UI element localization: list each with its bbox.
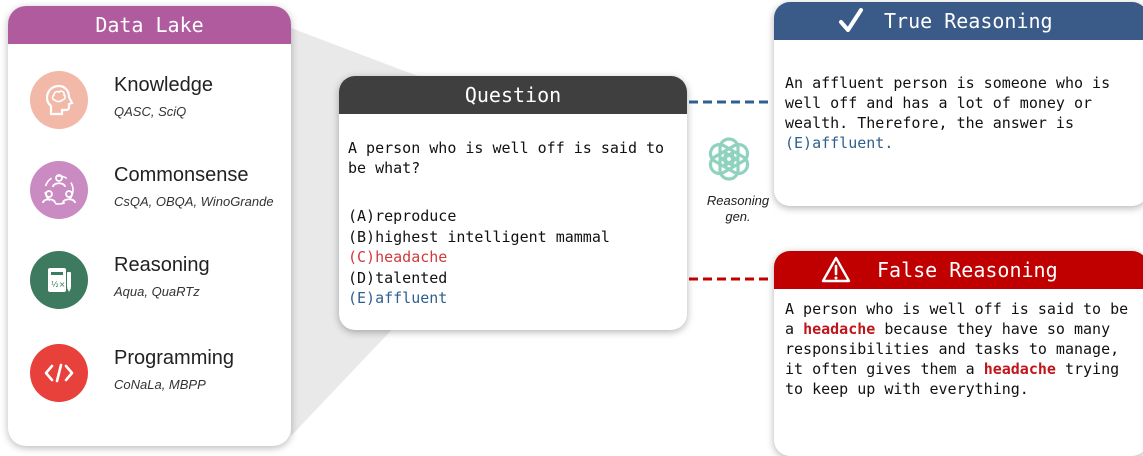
option-c: (C)headache bbox=[348, 248, 448, 266]
option-d: (D)talented bbox=[348, 268, 448, 287]
category-title: Reasoning bbox=[114, 254, 210, 276]
category-title: Commonsense bbox=[114, 164, 249, 186]
false-reasoning-header: False Reasoning bbox=[774, 251, 1143, 289]
option-e: (E)affluent bbox=[348, 289, 448, 307]
category-title: Programming bbox=[114, 347, 235, 369]
svg-text:½×: ½× bbox=[51, 280, 65, 289]
true-reasoning-answer: (E)affluent. bbox=[785, 134, 894, 152]
category-datasets: CsQA, OBQA, WinoGrande bbox=[114, 194, 274, 209]
true-reasoning-text: An affluent person is someone who is wel… bbox=[785, 73, 1143, 153]
code-brackets-icon bbox=[30, 344, 88, 402]
data-lake-title: Data Lake bbox=[8, 6, 291, 44]
true-reasoning-card: True Reasoning An affluent person is som… bbox=[774, 2, 1143, 206]
true-reasoning-title: True Reasoning bbox=[884, 9, 1053, 33]
question-card: Question A person who is well off is sai… bbox=[339, 76, 687, 330]
false-reasoning-highlight2: headache bbox=[983, 360, 1056, 378]
answer-options: (A)reproduce (B)highest intelligent mamm… bbox=[348, 206, 610, 309]
question-text: A person who is well off is said to be w… bbox=[348, 139, 665, 177]
false-reasoning-card: False Reasoning A person who is well off… bbox=[774, 251, 1143, 456]
category-datasets: Aqua, QuaRTz bbox=[114, 284, 200, 299]
calculator-document-icon: ½× bbox=[30, 251, 88, 309]
category-commonsense: Commonsense CsQA, OBQA, WinoGrande bbox=[30, 161, 290, 231]
category-knowledge: Knowledge QASC, SciQ bbox=[30, 71, 290, 141]
false-reasoning-title: False Reasoning bbox=[877, 258, 1058, 282]
category-title: Knowledge bbox=[114, 74, 213, 96]
reasoning-gen-label-line1: Reasoning bbox=[706, 193, 770, 208]
false-reasoning-text: A person who is well off is said to be a… bbox=[785, 299, 1143, 399]
false-reasoning-highlight1: headache bbox=[803, 320, 876, 338]
false-reasoning-part3: trying to keep up with everything. bbox=[785, 360, 1120, 398]
false-reasoning-part2: because they have so many responsibiliti… bbox=[785, 320, 1120, 378]
reasoning-gen-label-line2: gen. bbox=[725, 209, 751, 224]
true-reasoning-body: An affluent person is someone who is wel… bbox=[785, 74, 1111, 132]
brain-head-icon bbox=[30, 71, 88, 129]
openai-logo-icon bbox=[703, 133, 755, 189]
option-b: (B)highest intelligent mammal bbox=[348, 227, 610, 246]
false-reasoning-part1: A person who is well off is said to be a bbox=[785, 300, 1129, 338]
reasoning-gen-label: Reasoning gen. bbox=[688, 193, 788, 225]
category-datasets: CoNaLa, MBPP bbox=[114, 377, 206, 392]
category-programming: Programming CoNaLa, MBPP bbox=[30, 344, 290, 414]
people-network-icon bbox=[30, 161, 88, 219]
question-title: Question bbox=[339, 76, 687, 114]
option-a: (A)reproduce bbox=[348, 207, 457, 225]
checkmark-icon bbox=[838, 2, 864, 52]
category-datasets: QASC, SciQ bbox=[114, 104, 187, 119]
true-reasoning-header: True Reasoning bbox=[774, 2, 1143, 40]
data-lake-panel: Data Lake Knowledge QASC, SciQ Commonsen… bbox=[8, 6, 291, 446]
dashed-connectors bbox=[689, 100, 773, 281]
category-reasoning: ½× Reasoning Aqua, QuaRTz bbox=[30, 251, 290, 321]
warning-icon bbox=[821, 251, 851, 301]
